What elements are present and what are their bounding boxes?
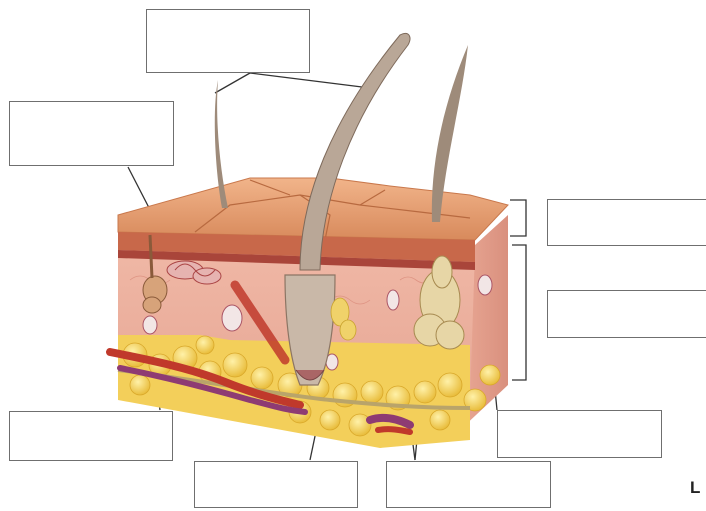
- label-box-epidermis[interactable]: [547, 199, 706, 246]
- brackets: [510, 200, 526, 380]
- label-box-hair-follicle[interactable]: [194, 461, 358, 508]
- label-box-sensory-receptor[interactable]: [9, 101, 174, 166]
- leader-hair-shaft: [215, 73, 250, 93]
- corner-fragment: L: [690, 478, 700, 498]
- leader-hair-shaft-2: [250, 73, 370, 88]
- label-box-nerve-ending[interactable]: [497, 410, 662, 458]
- vessel-branch-2: [378, 429, 410, 432]
- left-gland-duct: [150, 235, 152, 278]
- bracket-epidermis: [510, 200, 526, 236]
- label-box-dermis[interactable]: [547, 290, 706, 338]
- skin-block: [110, 33, 508, 448]
- bracket-dermis: [512, 245, 526, 380]
- label-box-sweat-gland[interactable]: [386, 461, 551, 508]
- label-box-blood-vessels[interactable]: [9, 411, 173, 461]
- label-box-hair-shaft[interactable]: [146, 9, 310, 73]
